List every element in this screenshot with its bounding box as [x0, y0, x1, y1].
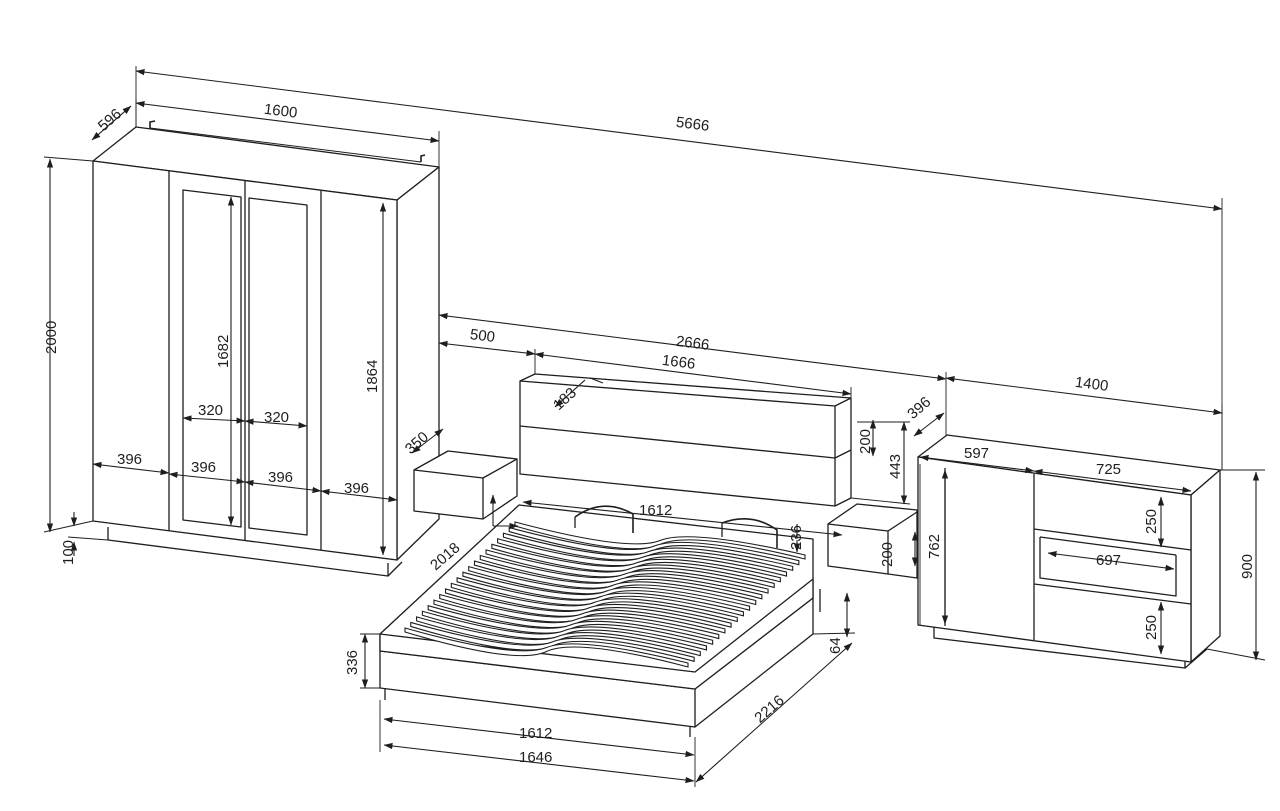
- label-nightstand-width: 500: [469, 326, 496, 346]
- label-bed-leg-height: 64: [827, 637, 844, 654]
- bed-slat: [450, 582, 738, 623]
- bed-slat: [485, 549, 775, 589]
- label-bed-inner-width: 1612: [519, 725, 552, 742]
- label-wardrobe-width: 1600: [263, 101, 298, 122]
- label-wardrobe-depth: 596: [95, 105, 125, 134]
- bed-slat: [514, 521, 806, 560]
- label-drawer-bottom-height: 250: [1143, 615, 1160, 640]
- bed-slat: [444, 588, 732, 628]
- label-dresser-height: 900: [1239, 554, 1256, 579]
- bed-slat: [497, 538, 788, 577]
- label-drawer-top-height: 250: [1143, 509, 1160, 534]
- bed-slat: [479, 554, 769, 594]
- label-door-width-1: 396: [117, 451, 142, 468]
- bed-slat: [468, 565, 757, 606]
- label-bed-frame-height: 336: [344, 650, 361, 675]
- bed-slat: [439, 593, 726, 634]
- label-wardrobe-plinth: 100: [60, 540, 77, 565]
- label-total-length: 5666: [675, 114, 710, 135]
- label-dresser-right-width: 725: [1096, 461, 1121, 478]
- bed-slat: [410, 621, 695, 663]
- bed-slat: [491, 543, 781, 583]
- bed-slat: [456, 577, 744, 617]
- label-mirror-half-left: 320: [198, 402, 223, 419]
- label-dresser-body-height: 762: [926, 534, 943, 559]
- bed-slats: [404, 521, 806, 668]
- label-mirror-height: 1682: [215, 335, 232, 368]
- label-nightstand-height: 200: [879, 542, 896, 567]
- bed-set: [379, 373, 918, 737]
- dresser: [917, 434, 1221, 669]
- label-shelf-width: 697: [1096, 552, 1121, 569]
- label-door-width-2: 396: [191, 459, 216, 476]
- label-mirror-half-right: 320: [264, 409, 289, 426]
- label-wardrobe-height: 2000: [43, 321, 60, 354]
- label-door-width-3: 396: [268, 469, 293, 486]
- label-slat-width: 1612: [639, 502, 672, 519]
- dimension-lines: [43, 66, 1266, 787]
- label-headboard-total-height: 443: [887, 454, 904, 479]
- label-dresser-left-width: 597: [964, 445, 989, 462]
- label-headboard-step: 236: [788, 525, 805, 550]
- label-nightstand-side-depth: 396: [904, 394, 934, 423]
- wardrobe: [92, 120, 440, 577]
- bed-slat: [508, 526, 800, 566]
- bed-slat: [462, 571, 751, 611]
- label-door-inner-height: 1864: [364, 360, 381, 393]
- label-bed-set-length: 2666: [675, 333, 710, 354]
- bed-slat: [473, 560, 763, 600]
- bed-slat: [404, 627, 689, 668]
- bed-slat: [433, 599, 720, 640]
- label-door-width-4: 396: [344, 480, 369, 497]
- label-headboard-width: 1666: [661, 352, 696, 373]
- label-headboard-panel-height: 200: [857, 429, 874, 454]
- label-bed-length: 2216: [751, 692, 787, 727]
- bed-slat: [502, 532, 794, 572]
- label-dresser-width: 1400: [1074, 374, 1109, 395]
- label-bed-outer-width: 1646: [519, 749, 552, 766]
